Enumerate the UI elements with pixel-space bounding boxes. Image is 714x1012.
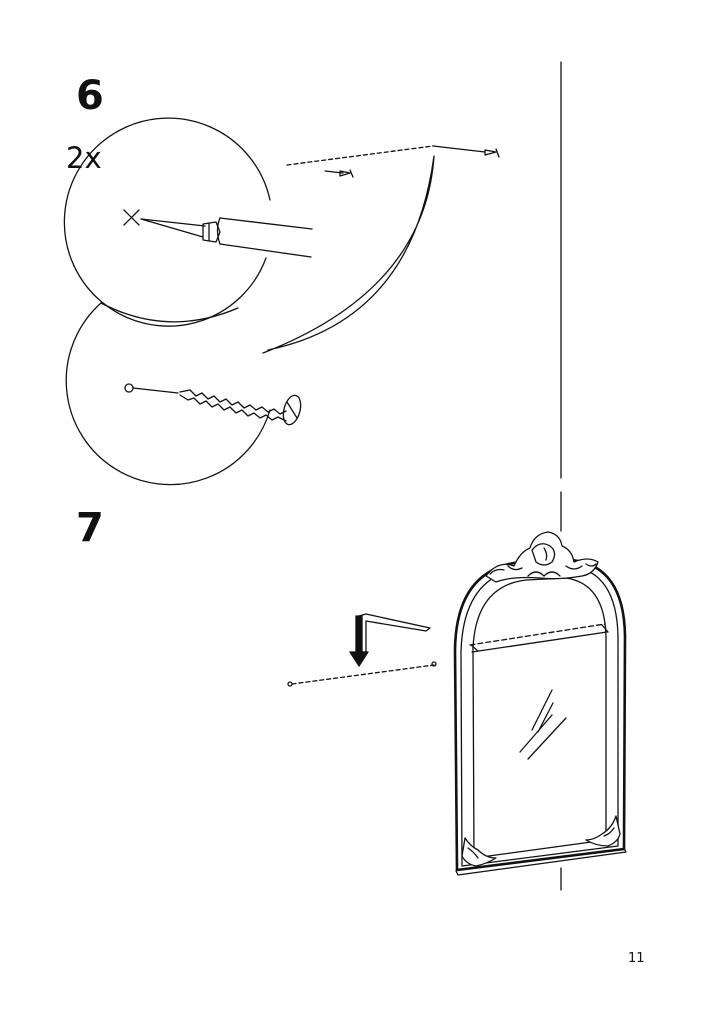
down-arrow-icon [349, 615, 369, 667]
screw-icon [179, 389, 302, 426]
pencil-icon [140, 217, 313, 258]
mirror [453, 531, 627, 876]
corner-ornament-right [585, 815, 621, 847]
rail-screws [287, 661, 437, 687]
crest-ornament [485, 531, 599, 583]
hanging-rail [358, 613, 431, 653]
callout-pointer [262, 155, 435, 354]
drill-hole-icon [124, 383, 134, 393]
screw-detail [65, 302, 302, 486]
page-number: 11 [628, 951, 645, 966]
wall-screws [286, 145, 500, 178]
corner-ornament-left [461, 837, 497, 867]
cross-mark-icon [123, 209, 140, 226]
glass-reflection-icon [519, 689, 567, 760]
pencil-mark-detail [63, 117, 313, 327]
step-7-number: 7 [76, 505, 104, 551]
step-6-number: 6 [76, 73, 104, 119]
